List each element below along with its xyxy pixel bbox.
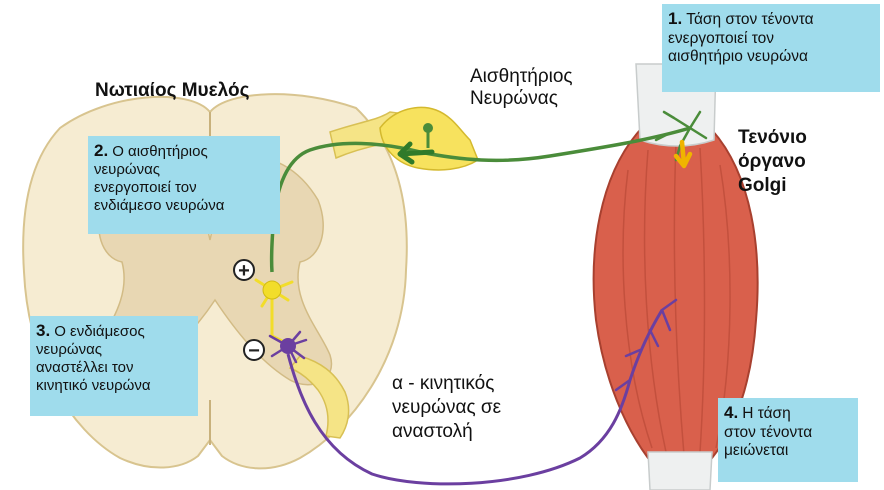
step-4-callout: 4.Η τάση στον τένοντα μειώνεται [718, 398, 858, 482]
spinal-cord-label: Νωτιαίος Μυελός [95, 80, 249, 102]
step-3-callout: 3.Ο ενδιάμεσος νευρώνας αναστέλλει τον κ… [30, 316, 198, 416]
golgi-organ-label: Τενόνιο όργανο Golgi [738, 126, 807, 197]
step-1-number: 1. [668, 9, 682, 28]
tendon-bottom [648, 452, 712, 490]
sensory-neuron-label: Αισθητήριος Νευρώνας [470, 66, 573, 111]
excitatory-sign: + [238, 260, 250, 282]
sensory-cell-body [423, 123, 433, 133]
motor-neuron-cell-body [280, 338, 296, 354]
step-3-text: Ο ενδιάμεσος νευρώνας αναστέλλει τον κιν… [36, 323, 151, 394]
step-3-number: 3. [36, 321, 50, 340]
step-1-text: Τάση στον τένοντα ενεργοποιεί τον αισθητ… [668, 11, 814, 65]
step-2-callout: 2.Ο αισθητήριος νευρώνας ενεργοποιεί τον… [88, 136, 280, 234]
inhibitory-sign: − [248, 340, 260, 362]
step-1-callout: 1.Τάση στον τένοντα ενεργοποιεί τον αισθ… [662, 4, 880, 92]
step-2-number: 2. [94, 141, 108, 160]
step-4-number: 4. [724, 403, 738, 422]
alpha-motor-label: α - κινητικός νευρώνας σε αναστολή [392, 372, 501, 443]
interneuron-cell-body [263, 281, 281, 299]
step-2-text: Ο αισθητήριος νευρώνας ενεργοποιεί τον ε… [94, 143, 224, 214]
